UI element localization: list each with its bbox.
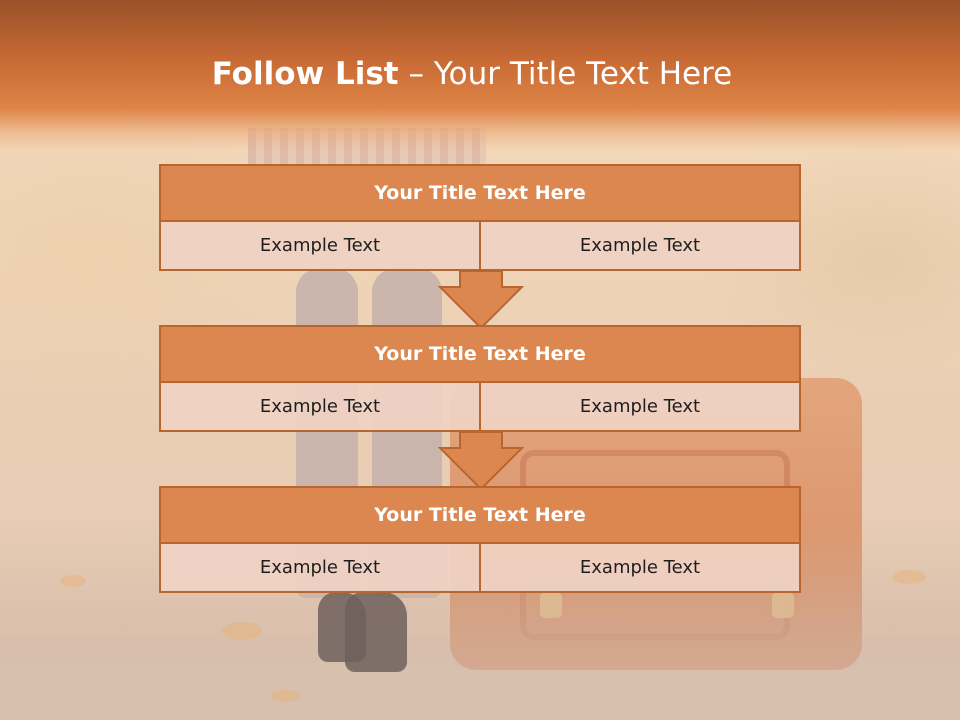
list-item-row: Example Text Example Text <box>159 222 801 271</box>
list-item-right-text: Example Text <box>479 222 799 269</box>
leaf <box>60 575 86 587</box>
list-item-right-text: Example Text <box>479 544 799 591</box>
title-rest: – Your Title Text Here <box>398 56 733 92</box>
leaf <box>270 690 300 702</box>
list-item-left-text: Example Text <box>259 557 381 578</box>
list-item-title: Your Title Text Here <box>159 164 801 222</box>
list-item-left-text: Example Text <box>259 235 381 256</box>
down-arrow-icon <box>438 270 524 330</box>
list-item-row: Example Text Example Text <box>159 544 801 593</box>
title-bold: Follow List <box>211 56 399 92</box>
list-item: Your Title Text Here Example Text Exampl… <box>159 325 801 432</box>
down-arrow-icon <box>438 431 524 491</box>
list-item-right-text: Example Text <box>479 383 799 430</box>
list-item-title: Your Title Text Here <box>159 486 801 544</box>
list-item: Your Title Text Here Example Text Exampl… <box>159 164 801 271</box>
list-item-row: Example Text Example Text <box>159 383 801 432</box>
list-item-left-text: Example Text <box>259 396 381 417</box>
list-item-title: Your Title Text Here <box>159 325 801 383</box>
slide-title: Follow List – Your Title Text Here <box>0 56 944 92</box>
list-item: Your Title Text Here Example Text Exampl… <box>159 486 801 593</box>
shoe-right <box>345 592 407 672</box>
header-band <box>0 0 960 150</box>
leaf <box>892 570 926 584</box>
leaf <box>222 622 262 640</box>
